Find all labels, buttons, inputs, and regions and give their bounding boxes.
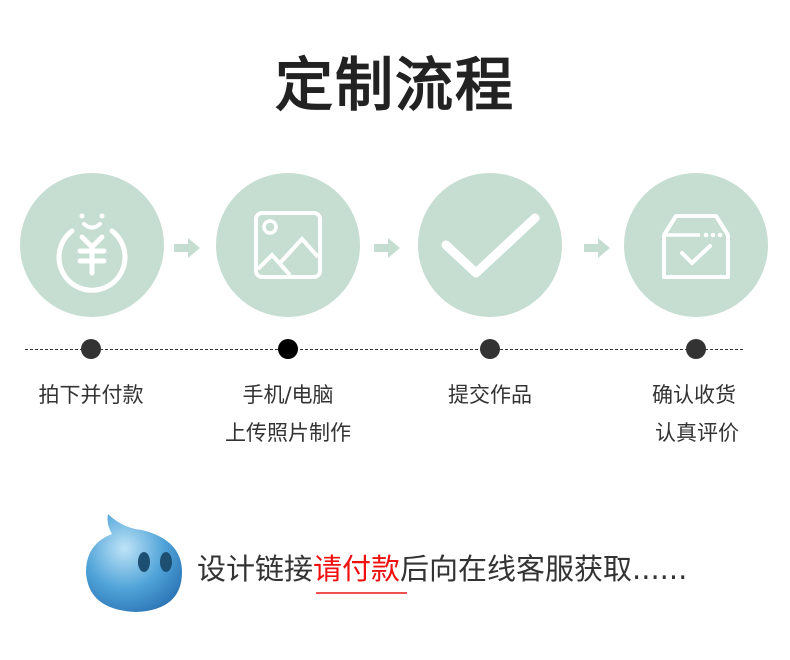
- step-2-label: 手机/电脑上传照片制作: [188, 376, 388, 452]
- arrow-right-icon: [584, 238, 610, 258]
- step-2-circle: [216, 173, 360, 317]
- timeline-dot: [81, 339, 101, 359]
- image-icon: [254, 211, 322, 279]
- step-label-line: 手机/电脑: [242, 383, 334, 407]
- checkmark-icon: [441, 213, 540, 278]
- step-label-line: 拍下并付款: [38, 383, 144, 407]
- step-1-label: 拍下并付款: [0, 376, 191, 414]
- notice-prefix: 设计链接: [197, 552, 314, 586]
- payment-notice: 设计链接请付款后向在线客服获取......: [197, 546, 687, 588]
- notice-suffix: 后向在线客服获取......: [400, 552, 688, 586]
- highlight-underline: [316, 592, 407, 594]
- step-4-circle: [624, 173, 768, 317]
- step-label-line: 提交作品: [448, 383, 532, 407]
- arrow-right-icon: [374, 238, 400, 258]
- timeline-line: [25, 349, 743, 350]
- timeline-dot: [686, 339, 706, 359]
- step-label-line: 上传照片制作: [225, 421, 351, 445]
- notice-highlight: 请付款: [313, 552, 401, 586]
- step-label-line: 认真评价: [655, 421, 739, 445]
- step-3-label: 提交作品: [390, 376, 590, 414]
- step-label-line: 确认收货: [652, 383, 736, 407]
- box-check-icon: [662, 214, 730, 279]
- timeline-dot: [480, 339, 500, 359]
- step-4-label: 确认收货认真评价: [594, 376, 790, 452]
- chat-mascot-icon: [86, 514, 182, 612]
- page-title: 定制流程: [274, 51, 515, 119]
- timeline-dot: [278, 339, 298, 359]
- step-1-circle: [20, 173, 164, 317]
- arrow-right-icon: [174, 238, 200, 258]
- yen-payment-icon: [56, 213, 128, 293]
- step-3-circle: [418, 173, 562, 317]
